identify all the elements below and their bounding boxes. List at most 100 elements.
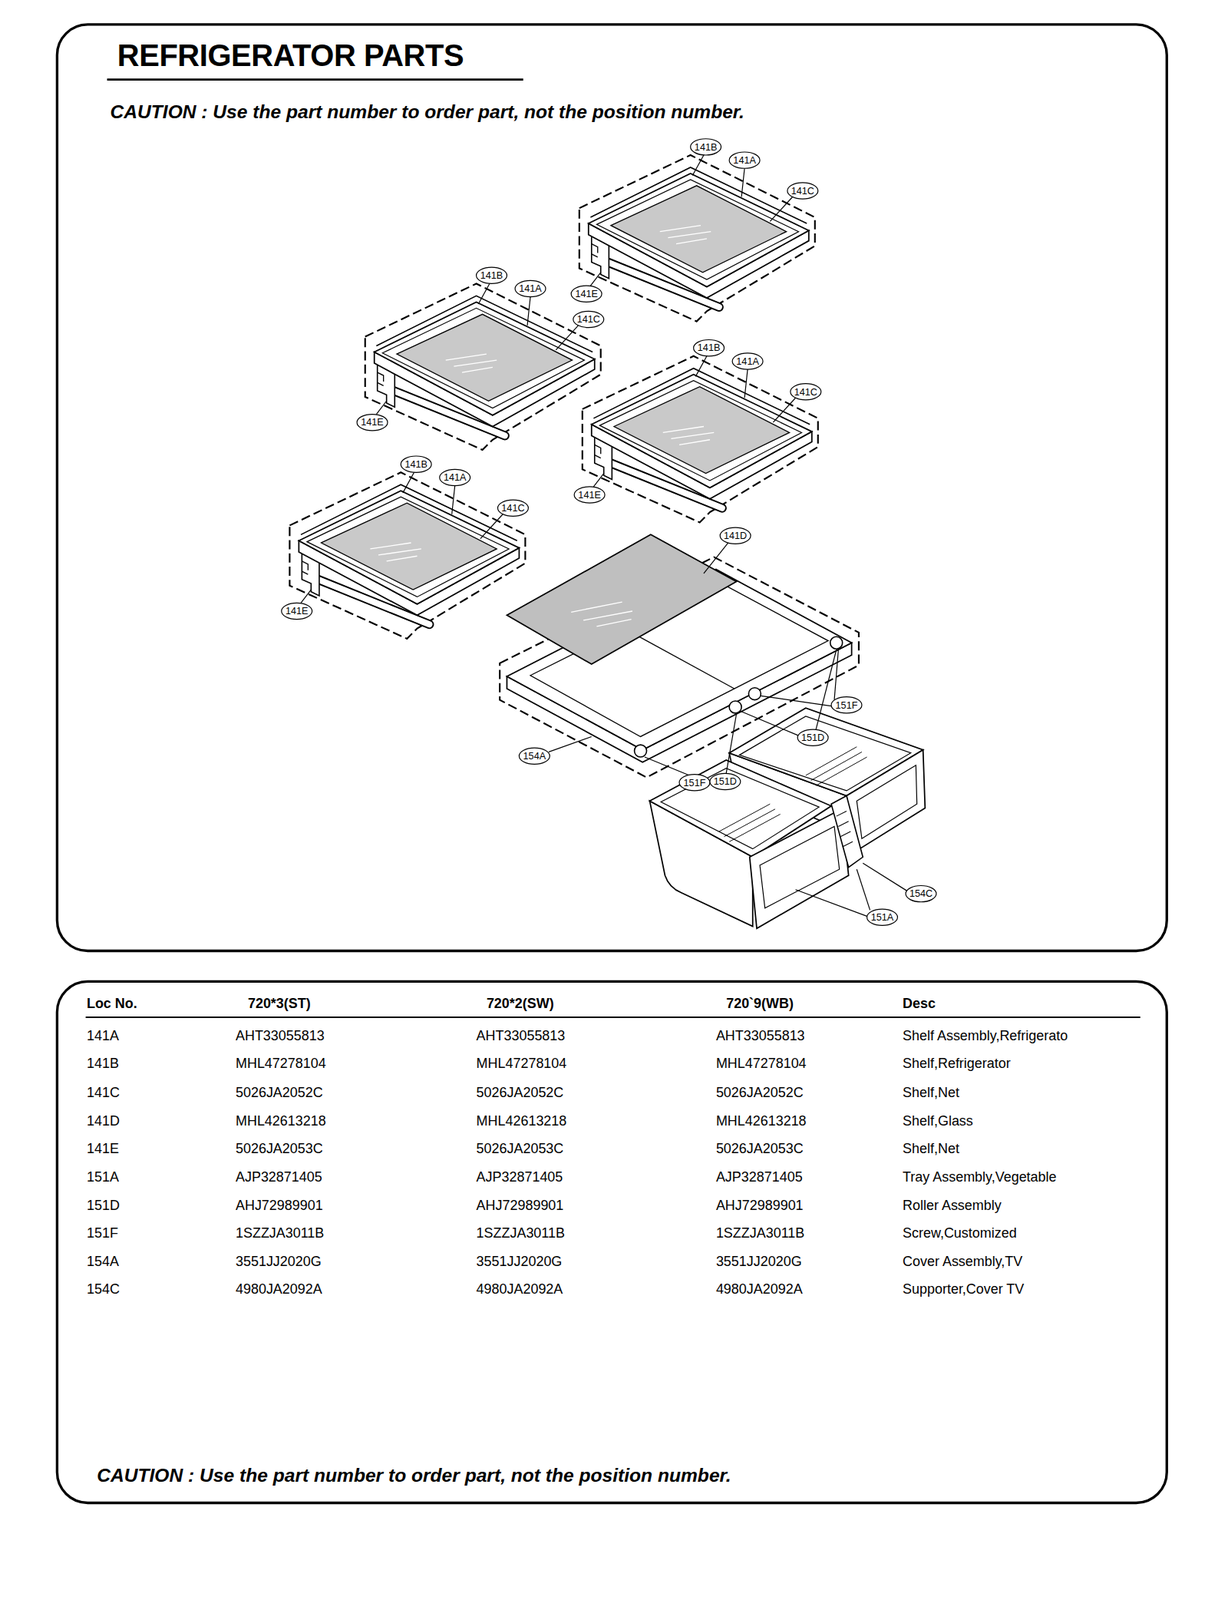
leader-line bbox=[815, 650, 837, 730]
table-cell: MHL47278104 bbox=[476, 1055, 568, 1072]
callout-number: 141A bbox=[443, 472, 466, 483]
table-cell: MHL47278104 bbox=[716, 1055, 807, 1072]
table-cell: AHJ72989901 bbox=[476, 1197, 565, 1214]
table-cell: AHJ72989901 bbox=[716, 1197, 804, 1214]
table-cell: 141D bbox=[86, 1112, 120, 1129]
table-cell: 5026JA2052C bbox=[476, 1084, 565, 1101]
callout-oval bbox=[518, 747, 550, 764]
callout-number: 151A bbox=[871, 911, 894, 922]
table-cell: AHJ72989901 bbox=[235, 1197, 324, 1214]
callout-number: 141E bbox=[360, 417, 383, 428]
table-cell: AJP32871405 bbox=[716, 1168, 803, 1186]
callout-number: 141A bbox=[518, 283, 542, 294]
table-panel bbox=[56, 980, 1167, 1502]
table-cell: Roller Assembly bbox=[902, 1197, 1002, 1214]
table-cell: 5026JA2053C bbox=[235, 1140, 324, 1157]
callout-oval bbox=[905, 884, 937, 902]
callout-oval bbox=[797, 729, 829, 746]
glass-streaks bbox=[571, 601, 633, 627]
roller bbox=[830, 636, 843, 649]
leader-line bbox=[862, 862, 907, 891]
callout-oval bbox=[831, 696, 862, 714]
drawer-ridges bbox=[805, 746, 868, 786]
cover-supporter bbox=[831, 795, 863, 868]
leader-line bbox=[740, 710, 799, 736]
callout-number: 141E bbox=[574, 288, 598, 299]
table-cell: Shelf Assembly,Refrigerato bbox=[902, 1028, 1068, 1045]
table-header-rule bbox=[85, 1016, 1141, 1018]
table-cell: 1SZZJA3011B bbox=[716, 1224, 805, 1242]
table-cell: 141B bbox=[86, 1055, 119, 1072]
table-cell: AHT33055813 bbox=[476, 1028, 566, 1045]
callout-oval bbox=[867, 908, 898, 925]
table-cell: 151F bbox=[86, 1224, 119, 1242]
callout-number: 141B bbox=[480, 270, 503, 281]
shelf-3 bbox=[574, 340, 822, 523]
table-header: 720*3(ST) bbox=[247, 995, 311, 1012]
glass-141D bbox=[506, 534, 737, 664]
callout-number: 141E bbox=[577, 489, 601, 500]
table-header: Loc No. bbox=[86, 995, 138, 1012]
table-cell: Shelf,Refrigerator bbox=[902, 1055, 1011, 1072]
table-cell: 5026JA2052C bbox=[235, 1084, 324, 1101]
table-cell: 4980JA2092A bbox=[476, 1280, 564, 1298]
callout-oval bbox=[719, 527, 751, 544]
callout-number: 141A bbox=[732, 155, 756, 166]
shelf-4 bbox=[281, 455, 529, 639]
table-cell: Cover Assembly,TV bbox=[902, 1253, 1023, 1270]
callout-oval bbox=[709, 772, 741, 789]
callout-number: 151F bbox=[835, 699, 859, 710]
table-header: 720*2(SW) bbox=[486, 995, 555, 1012]
leader-line bbox=[795, 889, 868, 917]
table-cell: 1SZZJA3011B bbox=[476, 1224, 565, 1242]
table-header: Desc bbox=[902, 995, 936, 1012]
table-cell: MHL42613218 bbox=[716, 1112, 807, 1129]
table-cell: 4980JA2092A bbox=[235, 1280, 323, 1298]
right-drawer-panel bbox=[856, 765, 917, 839]
callout-number: 154A bbox=[523, 750, 546, 761]
callout-number: 141C bbox=[794, 386, 818, 397]
table-cell: 141E bbox=[86, 1140, 119, 1157]
table-cell: 5026JA2053C bbox=[476, 1140, 565, 1157]
table-cell: MHL42613218 bbox=[235, 1112, 327, 1129]
table-cell: 3551JJ2020G bbox=[235, 1253, 322, 1270]
callout-number: 141C bbox=[501, 502, 525, 513]
table-cell: 151D bbox=[86, 1197, 120, 1214]
table-header: 720`9(WB) bbox=[726, 995, 794, 1012]
roller bbox=[634, 744, 648, 757]
callout-number: 151D bbox=[713, 776, 737, 787]
callout-number: 141B bbox=[404, 458, 427, 469]
table-cell: 3551JJ2020G bbox=[476, 1253, 563, 1270]
leader-line bbox=[703, 542, 729, 574]
callout-number: 141E bbox=[285, 606, 308, 617]
table-cell: 141C bbox=[86, 1084, 120, 1101]
table-cell: 151A bbox=[86, 1168, 119, 1186]
leader-line bbox=[760, 695, 832, 706]
table-cell: 141A bbox=[86, 1028, 119, 1045]
right-drawer-front bbox=[846, 749, 925, 852]
leader-line bbox=[834, 650, 839, 700]
caution-note: CAUTION : Use the part number to order p… bbox=[96, 1463, 731, 1486]
leader-line bbox=[856, 868, 870, 910]
callout-number: 151F bbox=[683, 777, 707, 788]
callout-ovals bbox=[518, 527, 937, 925]
caution-note: CAUTION : Use the part number to order p… bbox=[110, 101, 745, 124]
drawer-ridges bbox=[719, 803, 781, 842]
table-cell: 4980JA2092A bbox=[716, 1280, 803, 1298]
table-cell: 154C bbox=[86, 1280, 120, 1298]
leader-line bbox=[548, 736, 592, 752]
title-underline bbox=[107, 78, 524, 81]
table-cell: AHT33055813 bbox=[235, 1028, 325, 1045]
callout-number: 154C bbox=[909, 888, 933, 899]
table-cell: 5026JA2053C bbox=[716, 1140, 804, 1157]
table-cell: 154A bbox=[86, 1253, 119, 1270]
callout-number: 141B bbox=[694, 141, 717, 152]
callout-number: 151D bbox=[801, 732, 825, 743]
callout-number: 141C bbox=[791, 185, 815, 196]
title: REFRIGERATOR PARTS bbox=[117, 40, 464, 72]
table-cell: 5026JA2052C bbox=[716, 1084, 804, 1101]
table-cell: 3551JJ2020G bbox=[716, 1253, 803, 1270]
callout-number: 141C bbox=[577, 314, 601, 325]
